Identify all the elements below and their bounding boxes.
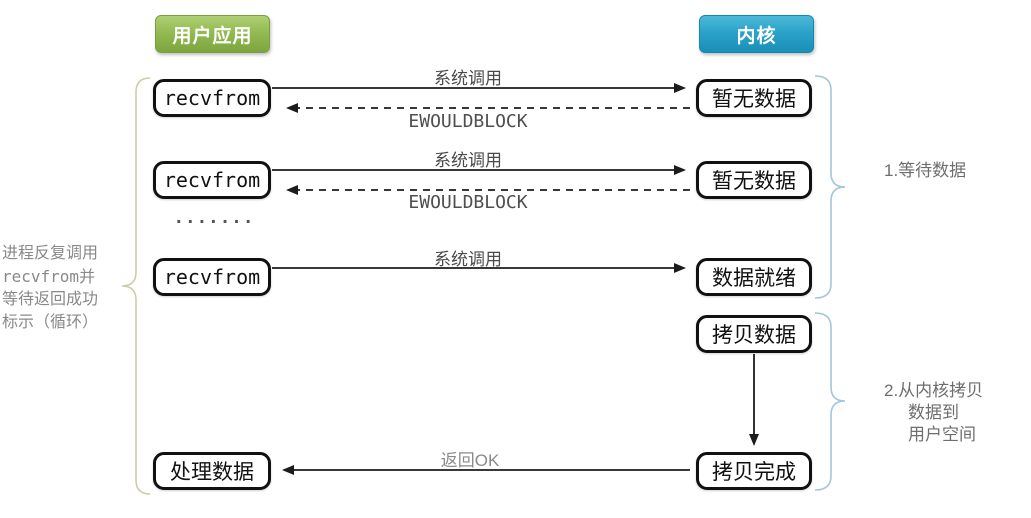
recvfrom-box-3: recvfrom [153,258,271,296]
recvfrom-box-1-label: recvfrom [163,86,261,110]
copy-data-box-label: 拷贝数据 [712,324,796,347]
loop-note-line-1: 进程反复调用 [2,245,99,262]
step2-annotation-line-3: 用户空间 [908,425,976,444]
loop-note-line-2: recvfrom并 [2,267,96,286]
step2-annotation: 2.从内核拷贝 数据到 用户空间 [884,380,983,446]
syscall-label-1: 系统调用 [434,69,502,88]
loop-note: 进程反复调用 recvfrom并 等待返回成功 标示（循环） [2,242,130,334]
copy-done-box-label: 拷贝完成 [712,461,796,484]
step2-annotation-line-2: 数据到 [908,403,959,422]
ewouldblock-label-2: EWOULDBLOCK [408,192,528,213]
recvfrom-box-2-label: recvfrom [163,168,261,192]
return-ok-label: 返回OK [440,451,500,470]
data-ready-box: 数据就绪 [696,258,812,296]
no-data-box-1: 暂无数据 [696,79,812,117]
step1-brace [814,75,846,299]
no-data-box-2-label: 暂无数据 [712,170,796,193]
loop-note-line-3: 等待返回成功 [2,291,99,308]
no-data-box-2: 暂无数据 [696,161,812,199]
repeat-ellipsis: ....... [176,206,257,228]
process-data-box: 处理数据 [153,452,271,490]
data-ready-box-label: 数据就绪 [712,267,796,290]
copy-data-box: 拷贝数据 [696,315,812,353]
step2-annotation-line-1: 2.从内核拷贝 [884,381,984,400]
recvfrom-box-2: recvfrom [153,161,271,199]
kernel-header-label: 内核 [736,25,777,47]
kernel-header: 内核 [699,15,814,53]
syscall-label-3: 系统调用 [434,250,502,269]
no-data-box-1-label: 暂无数据 [712,88,796,111]
loop-note-line-4: 标示（循环） [2,314,99,331]
step1-annotation: 1.等待数据 [884,161,967,180]
user-app-header-label: 用户应用 [172,25,253,47]
user-app-header: 用户应用 [155,15,270,53]
recvfrom-box-1: recvfrom [153,79,271,117]
process-data-box-label: 处理数据 [170,461,254,484]
syscall-label-2: 系统调用 [434,151,502,170]
recvfrom-box-3-label: recvfrom [163,265,261,289]
step2-brace [814,312,846,491]
ewouldblock-label-1: EWOULDBLOCK [408,111,528,132]
copy-done-box: 拷贝完成 [696,452,812,490]
